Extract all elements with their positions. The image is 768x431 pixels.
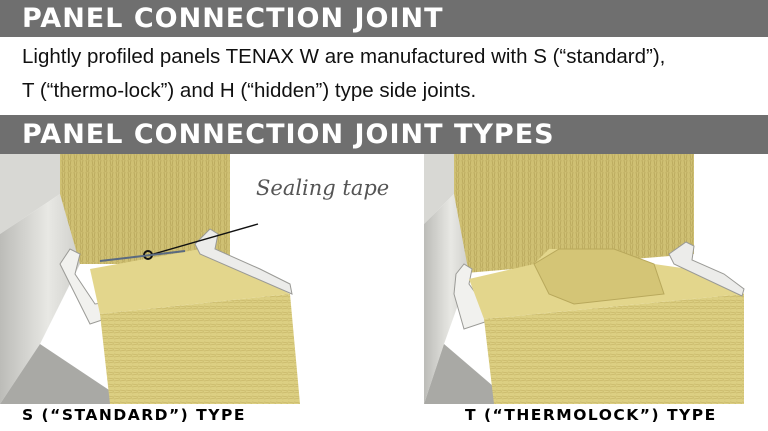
sealing-tape-leader (149, 223, 259, 256)
standard-type-caption: S (“STANDARD”) TYPE (22, 406, 246, 424)
thermolock-joint-illustration (424, 154, 745, 404)
sealing-tape (99, 250, 186, 262)
description-line-2: T (“thermo-lock”) and H (“hidden”) type … (22, 79, 477, 102)
section-title: PANEL CONNECTION JOINT TYPES (22, 119, 555, 150)
lower-insulation-front (100, 294, 300, 404)
right-steel-lip (668, 241, 745, 297)
steel-shadow (424, 344, 514, 404)
back-steel-sheet (0, 154, 60, 234)
description-line-1: Lightly profiled panels TENAX W are manu… (22, 45, 666, 68)
header-bar: PANEL CONNECTION JOINT (0, 0, 768, 37)
standard-joint-illustration (0, 154, 300, 404)
lower-insulation-front (484, 294, 744, 404)
left-steel-face (424, 194, 469, 404)
lower-insulation-top (90, 249, 290, 314)
thermolock-type-caption: T (“THERMOLOCK”) TYPE (465, 406, 717, 424)
sealing-tape-label: Sealing tape (256, 176, 390, 200)
section-bar: PANEL CONNECTION JOINT TYPES (0, 115, 768, 154)
right-steel-lip (194, 228, 293, 295)
thermolock-tongue (533, 248, 665, 305)
back-steel-sheet (424, 154, 454, 224)
header-title: PANEL CONNECTION JOINT (22, 3, 444, 34)
upper-insulation-core (454, 154, 694, 274)
steel-shadow (0, 344, 130, 404)
description: Lightly profiled panels TENAX W are manu… (22, 40, 762, 108)
left-steel-face (0, 194, 80, 404)
upper-insulation-core (60, 154, 230, 264)
